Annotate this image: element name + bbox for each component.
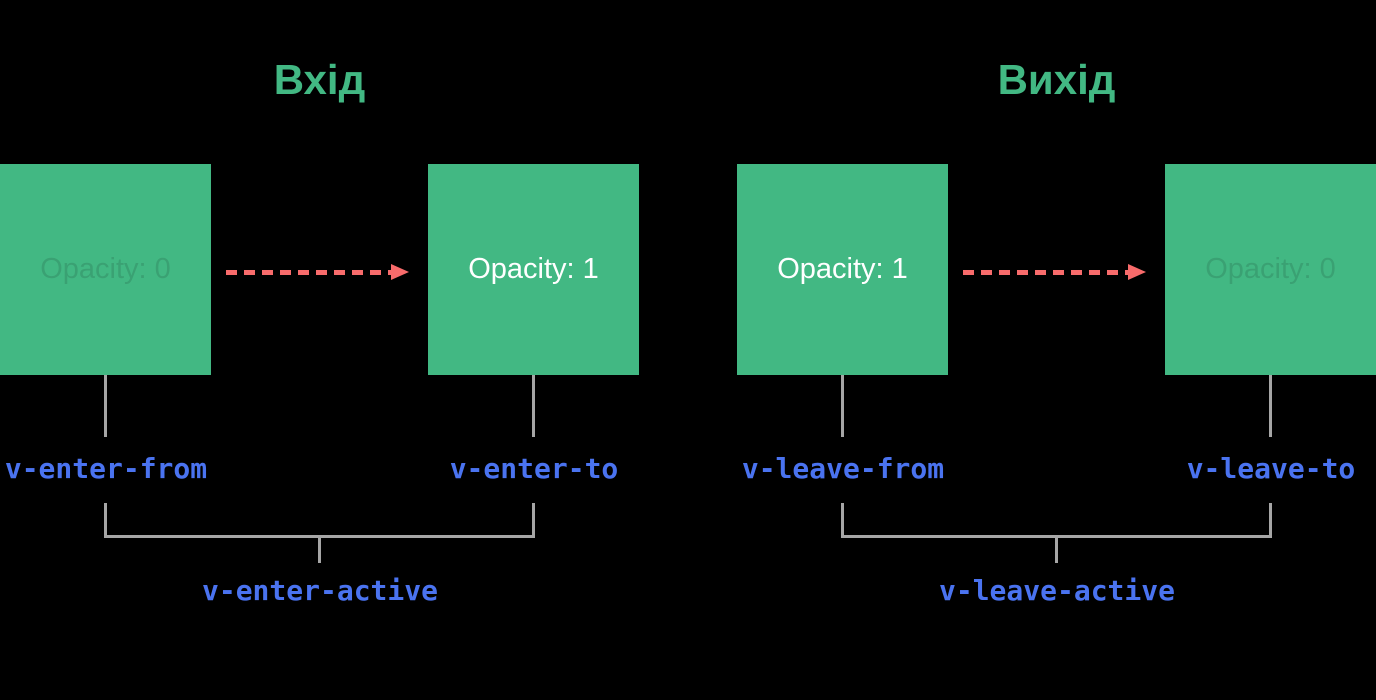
leave-from-connector-line (841, 375, 844, 437)
enter-to-box: Opacity: 1 (428, 164, 639, 375)
enter-from-connector-line (104, 375, 107, 437)
leave-to-class-label: v-leave-to (1186, 452, 1356, 485)
leave-transition-arrow-icon (963, 264, 1146, 280)
enter-transition-arrow-icon (226, 264, 409, 280)
enter-from-opacity-label: Opacity: 0 (40, 253, 171, 285)
arrow-head-icon (391, 264, 409, 280)
leave-from-opacity-label: Opacity: 1 (777, 253, 908, 285)
enter-to-connector-line (532, 375, 535, 437)
enter-to-opacity-label: Opacity: 1 (468, 253, 599, 285)
arrow-head-icon (1128, 264, 1146, 280)
leave-to-connector-line (1269, 375, 1272, 437)
enter-to-class-label: v-enter-to (449, 452, 619, 485)
leave-bracket-stem-line (1055, 538, 1058, 563)
enter-bracket-bar-line (104, 535, 535, 538)
enter-from-class-label: v-enter-from (4, 452, 208, 485)
leave-bracket-left-line (841, 503, 844, 538)
leave-bracket-right-line (1269, 503, 1272, 538)
leave-section: Вихід Opacity: 1 Opacity: 0 v-leave-from… (737, 0, 1376, 700)
leave-from-class-label: v-leave-from (741, 452, 945, 485)
enter-section: Вхід Opacity: 0 Opacity: 1 v-enter-from … (0, 0, 639, 700)
enter-section-title: Вхід (273, 56, 366, 103)
enter-bracket-stem-line (318, 538, 321, 563)
leave-from-box: Opacity: 1 (737, 164, 948, 375)
enter-bracket-right-line (532, 503, 535, 538)
leave-to-opacity-label: Opacity: 0 (1205, 253, 1336, 285)
enter-bracket-left-line (104, 503, 107, 538)
leave-section-title: Вихід (997, 56, 1116, 103)
arrow-dashed-line (963, 270, 1129, 275)
enter-active-class-label: v-enter-active (201, 574, 438, 607)
leave-to-box: Opacity: 0 (1165, 164, 1376, 375)
enter-from-box: Opacity: 0 (0, 164, 211, 375)
leave-bracket-bar-line (841, 535, 1272, 538)
leave-active-class-label: v-leave-active (938, 574, 1175, 607)
arrow-dashed-line (226, 270, 392, 275)
